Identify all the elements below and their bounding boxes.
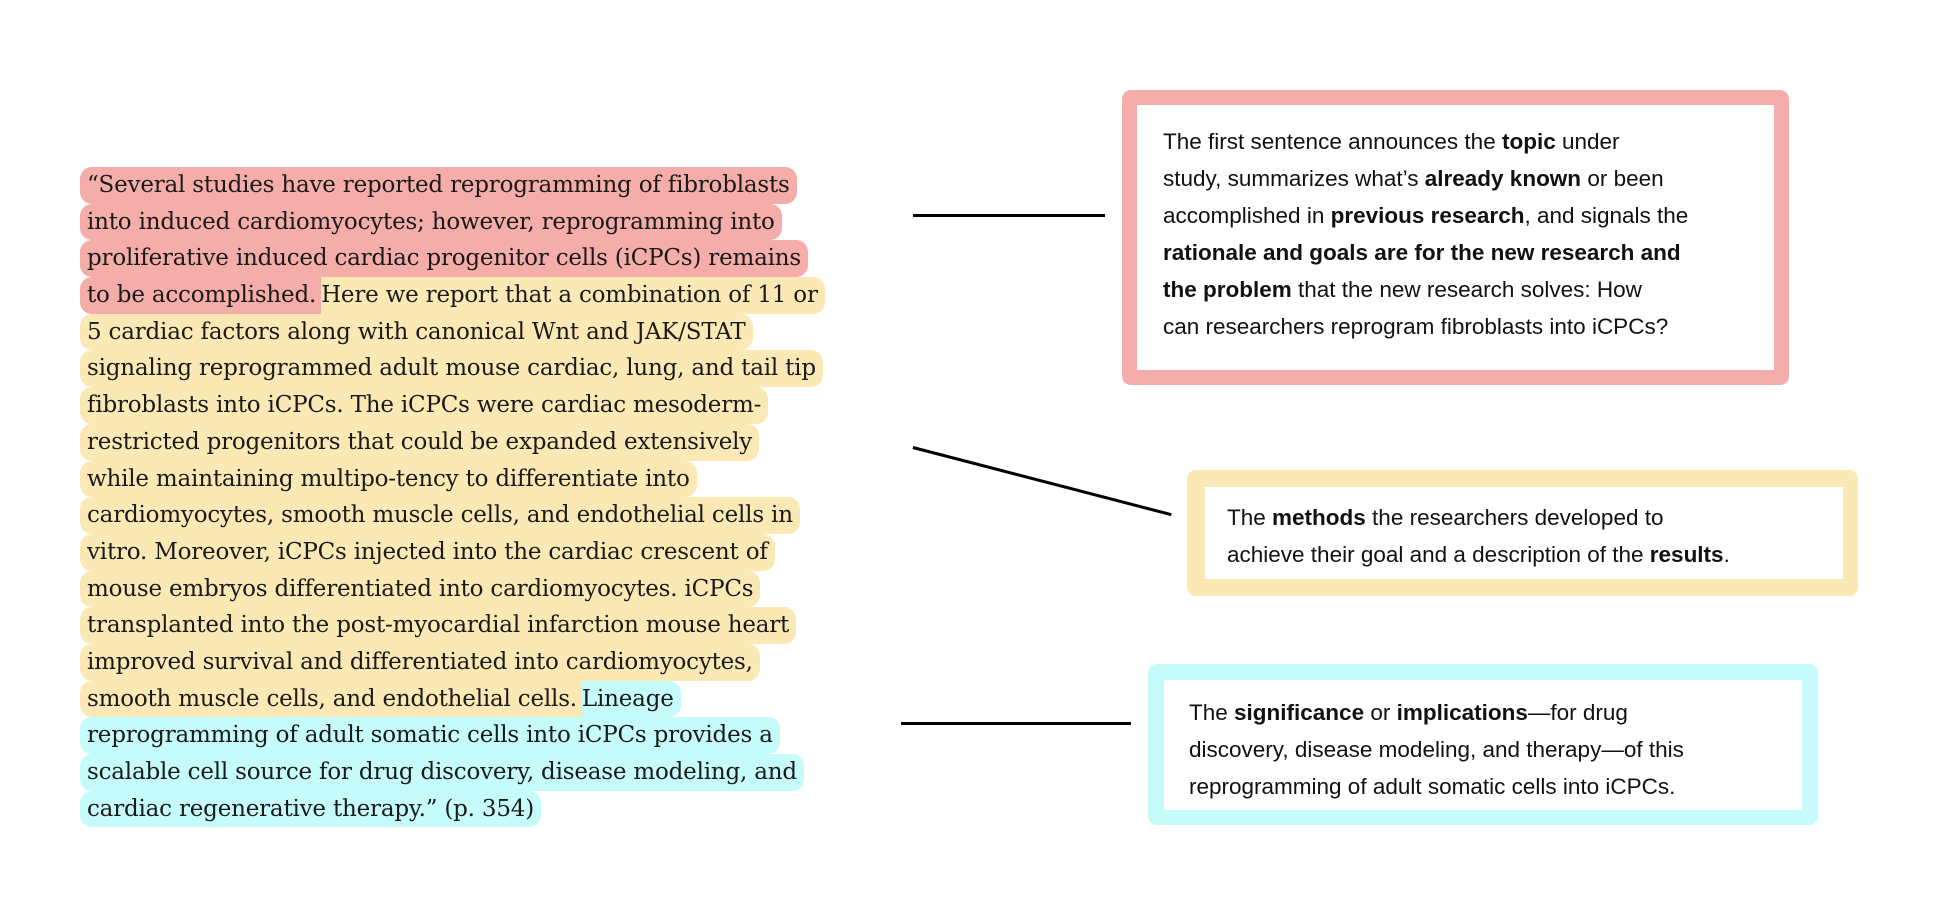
abstract-line: transplanted into the post-myocardial in… [80, 607, 825, 644]
abstract-line: signaling reprogrammed adult mouse cardi… [80, 350, 825, 388]
callout-line: study, summarizes what’s already known o… [1163, 160, 1763, 197]
callout-line: discovery, disease modeling, and therapy… [1189, 731, 1809, 768]
highlight-cyan: scalable cell source for drug discovery,… [80, 754, 804, 791]
highlight-cyan: reprogramming of adult somatic cells int… [80, 717, 780, 754]
callout-text: study, summarizes what’s [1163, 166, 1425, 191]
emphasis-term: significance [1234, 700, 1365, 725]
callout-line: The first sentence announces the topic u… [1163, 123, 1763, 160]
highlight-red: proliferative induced cardiac progenitor… [80, 240, 808, 278]
callout-text: The first sentence announces the [1163, 129, 1502, 154]
callout-text: that the new research solves: How [1291, 277, 1642, 302]
highlight-yellow: vitro. Moreover, iCPCs injected into the… [80, 533, 775, 571]
emphasis-term: results [1649, 542, 1724, 567]
connector-line-significance [901, 722, 1131, 725]
abstract-line: cardiomyocytes, smooth muscle cells, and… [80, 497, 825, 534]
highlight-red: “Several studies have reported reprogram… [80, 167, 797, 204]
abstract-line: while maintaining multipo-tency to diffe… [80, 460, 825, 498]
connector-line-methods [912, 446, 1172, 516]
highlight-cyan: Lineage [581, 680, 681, 718]
abstract-line: into induced cardiomyocytes; however, re… [80, 203, 825, 241]
highlight-yellow: restricted progenitors that could be exp… [80, 423, 760, 461]
emphasis-term: already known [1424, 166, 1582, 191]
highlight-yellow: smooth muscle cells, and endothelial cel… [80, 680, 582, 718]
callout-line: reprogramming of adult somatic cells int… [1189, 768, 1809, 805]
highlight-red: into induced cardiomyocytes; however, re… [80, 203, 782, 241]
callout-text: . [1723, 542, 1730, 567]
callout-background: The first sentence announces the topic u… [1122, 90, 1789, 385]
abstract-line: smooth muscle cells, and endothelial cel… [80, 680, 825, 718]
callout-line: The significance or implications—for dru… [1189, 694, 1809, 731]
abstract-quote: “Several studies have reported reprogram… [80, 167, 825, 828]
callout-text: or [1364, 700, 1397, 725]
callout-significance: The significance or implications—for dru… [1148, 664, 1818, 825]
callout-text: , and signals the [1524, 203, 1689, 228]
abstract-line: mouse embryos differentiated into cardio… [80, 570, 825, 608]
callout-text: discovery, disease modeling, and therapy… [1189, 737, 1684, 762]
abstract-line: “Several studies have reported reprogram… [80, 167, 825, 204]
highlight-yellow: signaling reprogrammed adult mouse cardi… [80, 350, 823, 388]
abstract-line: restricted progenitors that could be exp… [80, 423, 825, 461]
callout-text: The [1227, 505, 1273, 530]
callout-text: achieve their goal and a description of … [1227, 542, 1650, 567]
abstract-line: proliferative induced cardiac progenitor… [80, 240, 825, 278]
callout-text: the researchers developed to [1365, 505, 1664, 530]
abstract-line: reprogramming of adult somatic cells int… [80, 717, 825, 754]
callout-line: achieve their goal and a description of … [1227, 536, 1847, 573]
callout-text: reprogramming of adult somatic cells int… [1189, 774, 1676, 799]
callout-text: —for drug [1527, 700, 1628, 725]
callout-line: rationale and goals are for the new rese… [1163, 234, 1763, 271]
callout-background-text: The first sentence announces the topic u… [1163, 123, 1763, 345]
callout-line: can researchers reprogram fibroblasts in… [1163, 308, 1763, 345]
abstract-line: 5 cardiac factors along with canonical W… [80, 313, 825, 351]
highlight-yellow: fibroblasts into iCPCs. The iCPCs were c… [80, 387, 769, 424]
highlight-yellow: mouse embryos differentiated into cardio… [80, 570, 761, 608]
callout-significance-text: The significance or implications—for dru… [1189, 694, 1809, 805]
callout-text: accomplished in [1163, 203, 1331, 228]
highlight-red: to be accomplished. [80, 277, 322, 314]
callout-line: The methods the researchers developed to [1227, 499, 1847, 536]
abstract-line: to be accomplished. Here we report that … [80, 277, 825, 314]
callout-text: or been [1581, 166, 1664, 191]
highlight-cyan: cardiac regenerative therapy.” (p. 354) [80, 790, 541, 828]
emphasis-term: the problem [1163, 277, 1292, 302]
callout-line: the problem that the new research solves… [1163, 271, 1763, 308]
abstract-line: improved survival and differentiated int… [80, 643, 825, 681]
emphasis-term: rationale and goals are for the new rese… [1163, 240, 1681, 265]
abstract-line: fibroblasts into iCPCs. The iCPCs were c… [80, 387, 825, 424]
highlight-yellow: improved survival and differentiated int… [80, 643, 760, 681]
callout-methods-results: The methods the researchers developed to… [1187, 470, 1858, 596]
connector-line-background [913, 214, 1105, 217]
emphasis-term: methods [1272, 505, 1366, 530]
abstract-line: cardiac regenerative therapy.” (p. 354) [80, 790, 825, 828]
highlight-yellow: while maintaining multipo-tency to diffe… [80, 460, 697, 498]
highlight-yellow: Here we report that a combination of 11 … [321, 277, 825, 314]
callout-methods-text: The methods the researchers developed to… [1227, 499, 1847, 573]
emphasis-term: implications [1396, 700, 1528, 725]
highlight-yellow: cardiomyocytes, smooth muscle cells, and… [80, 497, 800, 534]
emphasis-term: topic [1501, 129, 1556, 154]
abstract-line: scalable cell source for drug discovery,… [80, 754, 825, 791]
emphasis-term: previous research [1330, 203, 1525, 228]
highlight-yellow: transplanted into the post-myocardial in… [80, 607, 797, 644]
callout-text: The [1189, 700, 1235, 725]
callout-text: can researchers reprogram fibroblasts in… [1163, 314, 1669, 339]
callout-text: under [1555, 129, 1620, 154]
callout-line: accomplished in previous research, and s… [1163, 197, 1763, 234]
highlight-yellow: 5 cardiac factors along with canonical W… [80, 313, 753, 351]
abstract-line: vitro. Moreover, iCPCs injected into the… [80, 533, 825, 571]
